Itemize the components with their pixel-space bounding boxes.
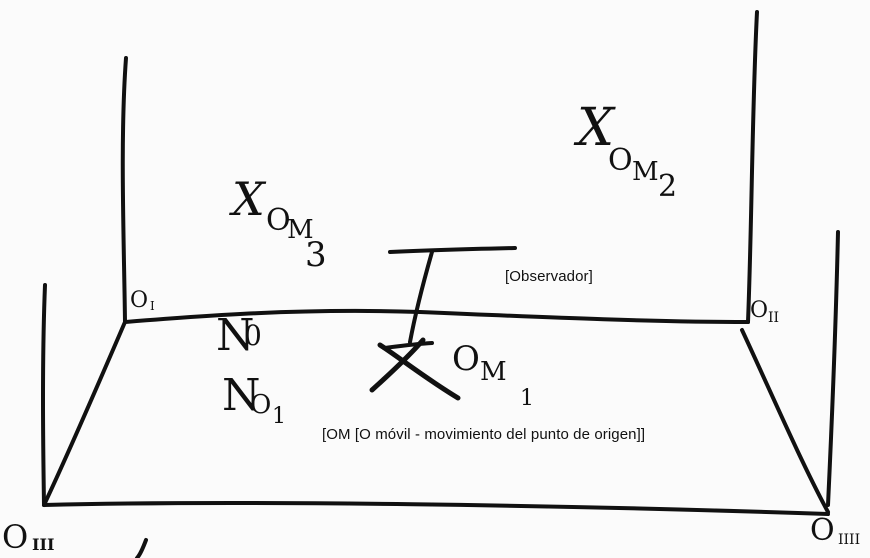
om-x-crossbar (382, 341, 434, 350)
observer-stem (408, 250, 434, 344)
bottom-tick-mark (135, 538, 148, 558)
front-left-vertical-line (41, 283, 47, 507)
label-o4: O (810, 513, 835, 548)
label-xom3-m: M (287, 215, 314, 245)
label-xom2-m: M (632, 157, 659, 187)
left-diagonal-line (42, 320, 127, 507)
front-right-vertical-line (826, 230, 840, 507)
back-left-vertical-line (120, 56, 128, 324)
observer-caption: [Observador] (505, 268, 593, 285)
label-xom3-sub: 3 (305, 235, 327, 275)
label-n0-sub: 0 (244, 319, 262, 352)
label-o3-sub: III (32, 535, 54, 554)
label-n01-sub-o: O (250, 390, 271, 420)
label-o4-sub: IIII (838, 532, 860, 548)
label-o1-sub: I (150, 299, 155, 313)
label-o3: O (2, 518, 28, 556)
label-o2-sub: II (768, 310, 779, 326)
label-xom2-x: X (573, 98, 616, 158)
label-n01-sub-1: 1 (272, 404, 286, 429)
label-n01: N (222, 370, 261, 421)
front-horizontal-line (42, 501, 830, 516)
label-o2: O (750, 298, 768, 323)
observer-bar (388, 246, 517, 254)
om-caption: [OM [O móvil - movimiento del punto de o… (322, 426, 646, 443)
right-diagonal-line (740, 328, 830, 514)
label-n0: N (216, 310, 255, 361)
label-xom3-o: O (266, 203, 291, 238)
back-right-vertical-line (746, 10, 759, 324)
label-xom3-x: X (229, 172, 267, 226)
label-xom2-o: O (608, 143, 633, 178)
label-xom2-sub: 2 (658, 169, 677, 204)
label-om1-sub: 1 (520, 386, 534, 411)
label-om1-m: M (480, 357, 507, 387)
label-o1: O (130, 288, 148, 313)
back-horizontal-line (123, 308, 750, 324)
label-om1-o: O (452, 339, 480, 379)
